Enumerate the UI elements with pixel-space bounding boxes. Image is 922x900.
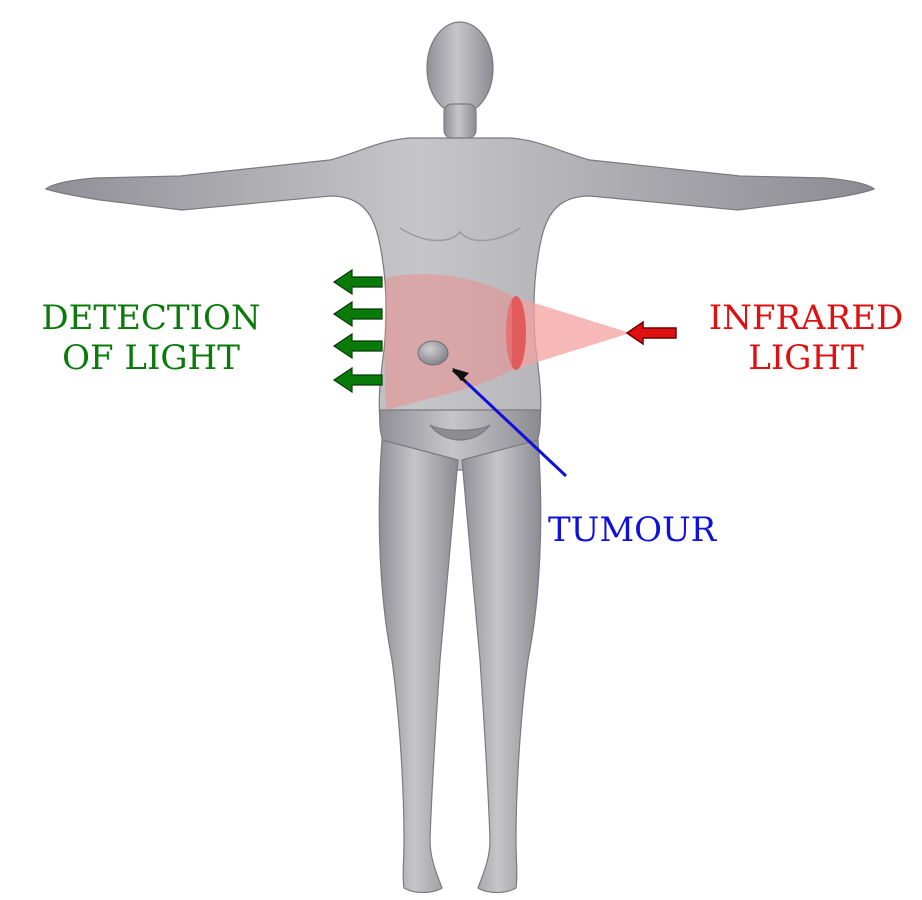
detection-arrow-icon (334, 334, 382, 358)
detection-label-line-1: DETECTION (0, 298, 302, 338)
tumour-label: TUMOUR (548, 510, 758, 550)
infrared-arrow-icon (627, 322, 676, 344)
infrared-light-label: INFRARED LIGHT (690, 298, 922, 378)
right-leg (462, 440, 541, 893)
tumour-mass (418, 341, 448, 365)
detection-arrow-icon (334, 270, 382, 294)
detection-arrows (334, 270, 382, 392)
infrared-label-line-1: INFRARED (690, 298, 922, 338)
human-body-figure (46, 22, 874, 893)
detection-arrow-icon (334, 368, 382, 392)
detection-arrow-icon (334, 302, 382, 326)
detection-of-light-label: DETECTION OF LIGHT (0, 298, 302, 378)
head (427, 22, 493, 114)
neck (444, 104, 476, 138)
left-leg (379, 440, 458, 893)
beam-cone (512, 296, 630, 370)
infrared-label-line-2: LIGHT (690, 338, 922, 378)
detection-label-line-2: OF LIGHT (0, 338, 302, 378)
